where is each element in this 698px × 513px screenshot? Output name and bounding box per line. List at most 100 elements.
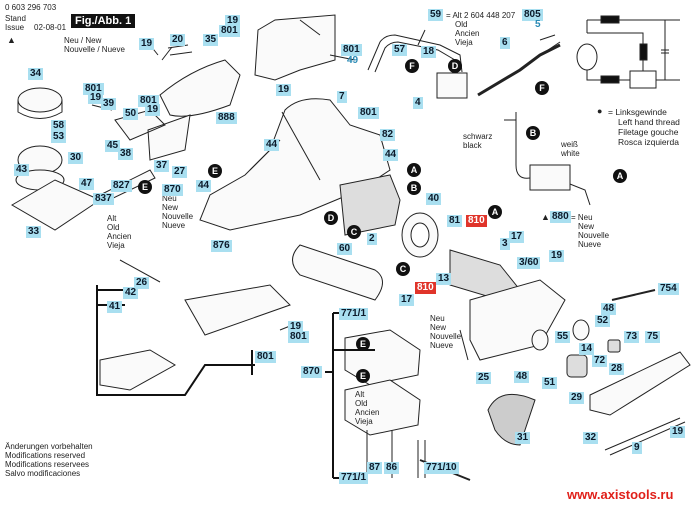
part-tag-17[interactable]: 17 [509,231,525,243]
note-line: white [561,149,580,158]
part-tag-771-10[interactable]: 771/10 [424,462,459,474]
part-tag-44[interactable]: 44 [264,139,280,151]
part-tag-86[interactable]: 86 [384,462,400,474]
part-tag-805[interactable]: 805 [522,9,543,21]
part-tag-59[interactable]: 59 [428,9,444,21]
part-tag-9[interactable]: 9 [632,442,642,454]
part-tag-4[interactable]: 4 [413,97,423,109]
part-tag-19[interactable]: 19 [276,84,292,96]
part-tag-19[interactable]: 19 [670,426,686,438]
part-tag-37[interactable]: 37 [154,160,170,172]
part-tag-19[interactable]: 19 [288,321,304,333]
part-tag-57[interactable]: 57 [392,44,408,56]
issue-label: Issue [5,23,25,32]
part-tag-44[interactable]: 44 [196,180,212,192]
part-tag-20[interactable]: 20 [170,34,186,46]
part-tag-19[interactable]: 19 [145,104,161,116]
part-tag-55[interactable]: 55 [555,331,571,343]
part-tag-38[interactable]: 38 [118,148,134,160]
part-tag-34[interactable]: 34 [28,68,44,80]
part-tag-52[interactable]: 52 [595,315,611,327]
part-tag-771-1[interactable]: 771/1 [339,308,369,320]
part-tag-870[interactable]: 870 [301,366,322,378]
part-tag-48[interactable]: 48 [601,303,617,315]
part-tag-810[interactable]: 810 [466,215,487,227]
part-tag-19[interactable]: 19 [88,92,104,104]
part-tag-14[interactable]: 14 [579,343,595,355]
part-tag-35[interactable]: 35 [203,34,219,46]
part-tag-801[interactable]: 801 [288,331,309,343]
part-tag-87[interactable]: 87 [367,462,383,474]
new-legend-line: Neu / New [64,36,102,45]
part-tag-32[interactable]: 32 [583,432,599,444]
part-tag-81[interactable]: 81 [447,215,463,227]
part-tag-58[interactable]: 58 [51,120,67,132]
part-tag-801[interactable]: 801 [219,25,240,37]
part-tag-876[interactable]: 876 [211,240,232,252]
part-tag-40[interactable]: 40 [426,193,442,205]
note-line: New [578,222,595,231]
part-tag-801[interactable]: 801 [358,107,379,119]
part-tag-26[interactable]: 26 [134,277,150,289]
part-tag-17[interactable]: 17 [399,294,415,306]
part-tag-880[interactable]: 880 [550,211,571,223]
website-link[interactable]: www.axistools.ru [567,487,674,502]
part-tag-30[interactable]: 30 [68,152,84,164]
part-tag-27[interactable]: 27 [172,166,188,178]
connector-d-icon: D [448,59,462,73]
connector-b-icon: B [407,181,421,195]
part-tag-3[interactable]: 3 [500,238,510,250]
part-tag-31[interactable]: 31 [515,432,531,444]
part-tag-50[interactable]: 50 [123,108,139,120]
part-tag-810[interactable]: 810 [415,282,436,294]
part-tag-48[interactable]: 48 [514,371,530,383]
part-number: 0 603 296 703 [5,3,57,12]
note-line: Alt [355,390,365,399]
part-tag-41[interactable]: 41 [107,301,123,313]
part-tag-51[interactable]: 51 [542,377,558,389]
part-tag-888[interactable]: 888 [216,112,237,124]
note-line: Neu [430,314,445,323]
legend-line: Left hand thread [618,117,680,127]
part-tag-25[interactable]: 25 [476,372,492,384]
wire-white-label: weiß white [561,140,580,158]
part-tag-28[interactable]: 28 [609,363,625,375]
part-tag-39[interactable]: 39 [101,98,117,110]
part-tag-45[interactable]: 45 [105,140,121,152]
part-tag-47[interactable]: 47 [79,178,95,190]
part-tag-43[interactable]: 43 [14,164,30,176]
part-tag-771-1[interactable]: 771/1 [339,472,369,484]
part-tag-19[interactable]: 19 [225,15,241,27]
part-tag-13[interactable]: 13 [436,273,452,285]
part-tag-6[interactable]: 6 [500,37,510,49]
part-tag-801[interactable]: 801 [255,351,276,363]
part-tag-801[interactable]: 801 [341,44,362,56]
part-tag-3-60[interactable]: 3/60 [517,257,541,269]
part-tag-827[interactable]: 827 [111,180,132,192]
part-tag-19[interactable]: 19 [549,250,565,262]
part-tag-837[interactable]: 837 [93,193,114,205]
note-line: weiß [561,140,578,149]
part-tag-7[interactable]: 7 [337,91,347,103]
part-tag-29[interactable]: 29 [569,392,585,404]
note-line: Nueve [162,221,186,230]
part-tag-72[interactable]: 72 [592,355,608,367]
part-tag-5[interactable]: 5 [535,19,541,30]
part-tag-19[interactable]: 19 [139,38,155,50]
part-tag-60[interactable]: 60 [337,243,353,255]
part-tag-82[interactable]: 82 [380,129,396,141]
part-tag-18[interactable]: 18 [421,46,437,58]
part-tag-44[interactable]: 44 [383,149,399,161]
part-tag-42[interactable]: 42 [123,287,139,299]
part-tag-754[interactable]: 754 [658,283,679,295]
part-tag-53[interactable]: 53 [51,131,67,143]
note-line: Salvo modificaciones [5,469,81,478]
part-tag-75[interactable]: 75 [645,331,661,343]
part-tag-73[interactable]: 73 [624,331,640,343]
part-tag-2[interactable]: 2 [367,233,377,245]
part-tag-33[interactable]: 33 [26,226,42,238]
part-tag-49[interactable]: 49 [347,55,359,66]
part-tag-870[interactable]: 870 [162,184,183,196]
wire-black-label: schwarz black [463,132,492,150]
note-line: Nouvelle [430,332,462,341]
